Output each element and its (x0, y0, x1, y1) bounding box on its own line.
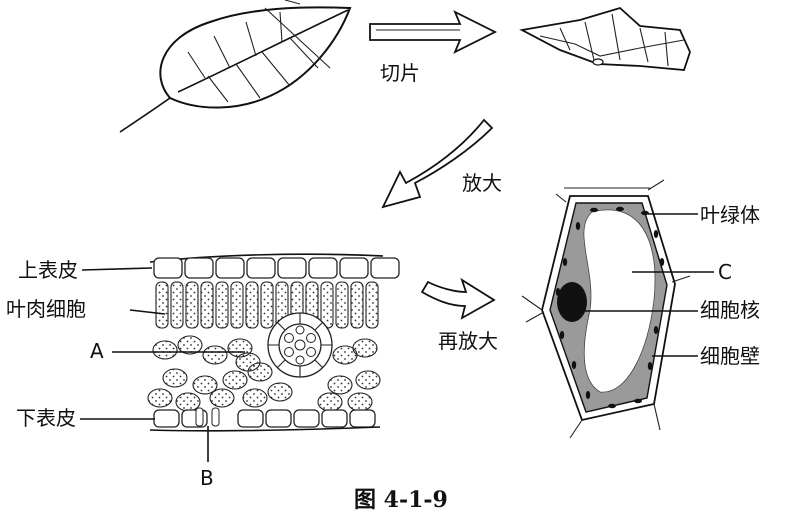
arrow-magnify (381, 118, 494, 209)
palisade-cell (365, 281, 379, 329)
lower-epidermis-cell (153, 409, 180, 428)
lower-epidermis-cell (237, 409, 264, 428)
label-slice: 切片 (380, 61, 420, 85)
spongy-cell (355, 370, 381, 390)
label-b: B (200, 466, 214, 490)
label-magnify-again: 再放大 (438, 329, 498, 353)
upper-epidermis-cell (215, 257, 245, 279)
palisade-cell (245, 281, 259, 329)
label-cell-wall: 细胞壁 (700, 344, 760, 368)
leaf-cross-section (147, 253, 400, 432)
lower-epidermis-cell (321, 409, 348, 428)
palisade-cell (230, 281, 244, 329)
label-lower-epidermis: 下表皮 (16, 406, 76, 430)
palisade-cell (335, 281, 349, 329)
spongy-cell (352, 338, 378, 358)
plant-cell (521, 179, 691, 439)
label-a: A (90, 339, 104, 363)
arrow-magnify-again (420, 277, 496, 320)
spongy-cell (177, 335, 203, 355)
upper-epidermis-cell (308, 257, 338, 279)
spongy-cell (175, 392, 201, 412)
label-chloroplast: 叶绿体 (700, 203, 760, 227)
lower-epidermis-cell (349, 409, 376, 428)
spongy-cell (235, 352, 261, 372)
palisade-cell (320, 281, 334, 329)
upper-epidermis-cell (184, 257, 214, 279)
palisade-cell (200, 281, 214, 329)
spongy-cell (267, 382, 293, 402)
palisade-cell (170, 281, 184, 329)
palisade-cell (350, 281, 364, 329)
lower-epidermis-cell (293, 409, 320, 428)
spongy-cell (152, 340, 178, 360)
upper-epidermis-cell (339, 257, 369, 279)
figure-caption: 图 4-1-9 (354, 487, 448, 513)
spongy-cell (222, 370, 248, 390)
spongy-cell (347, 392, 373, 412)
palisade-cell (260, 281, 274, 329)
vein-bundle (267, 312, 333, 378)
spongy-cell (162, 368, 188, 388)
spongy-cell (242, 388, 268, 408)
leaf-strip-illustration (519, 6, 691, 71)
upper-epidermis-cell (370, 257, 400, 279)
spongy-cell (147, 388, 173, 408)
label-upper-epidermis: 上表皮 (18, 258, 78, 282)
label-c: C (718, 260, 732, 284)
label-mesophyll-cell: 叶肉细胞 (6, 297, 86, 321)
leaf-illustration (119, 0, 352, 133)
upper-epidermis-cell (277, 257, 307, 279)
spongy-cell (192, 375, 218, 395)
lower-epidermis-cell (265, 409, 292, 428)
upper-epidermis-cell (153, 257, 183, 279)
palisade-cell (155, 281, 169, 329)
upper-epidermis-cell (246, 257, 276, 279)
palisade-cell (185, 281, 199, 329)
palisade-cell (215, 281, 229, 329)
spongy-cell (327, 375, 353, 395)
label-nucleus: 细胞核 (700, 298, 760, 322)
spongy-cell (202, 345, 228, 365)
label-magnify: 放大 (462, 171, 502, 195)
spongy-cell (317, 392, 343, 412)
stoma (195, 407, 220, 427)
spongy-cell (209, 388, 235, 408)
arrow-slice (369, 10, 498, 54)
